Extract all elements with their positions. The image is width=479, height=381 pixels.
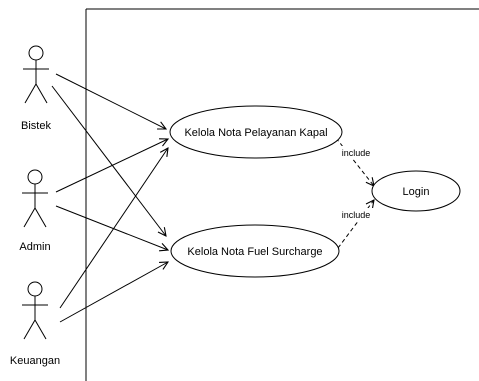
include-label-pelayanan: include [342, 148, 371, 158]
association-keuangan-fuel [59, 262, 168, 323]
actor-right-leg [34, 319, 47, 340]
actor-admin[interactable] [22, 169, 48, 228]
use-case-nota-fuel[interactable]: Kelola Nota Fuel Surcharge [170, 224, 340, 278]
actor-left-leg [24, 83, 37, 104]
actor-label-admin: Admin [19, 241, 50, 253]
association-admin-fuel [55, 205, 168, 250]
association-keuangan-pelayanan [59, 148, 168, 309]
use-case-label: Kelola Nota Pelayanan Kapal [184, 127, 327, 139]
actor-head [27, 169, 43, 185]
actor-right-leg [35, 83, 48, 104]
includes: include include [335, 137, 374, 249]
actor-head [27, 281, 43, 297]
actor-keuangan[interactable] [22, 281, 48, 340]
association-bistek-pelayanan [55, 73, 166, 129]
actor-bistek[interactable] [23, 45, 49, 104]
include-label-bg [338, 146, 374, 159]
actor-right-leg [34, 207, 47, 228]
actor-label-bistek: Bistek [21, 120, 51, 132]
use-case-login[interactable]: Login [371, 170, 461, 212]
actor-left-leg [23, 319, 36, 340]
association-bistek-fuel [51, 85, 166, 236]
include-label-bg [338, 208, 374, 221]
include-line-pelayanan-login [335, 137, 374, 186]
include-line-fuel-login [337, 200, 374, 249]
actor-head [28, 45, 44, 61]
actor-label-keuangan: Keuangan [10, 355, 60, 367]
use-case-label: Kelola Nota Fuel Surcharge [187, 246, 322, 258]
actor-left-leg [23, 207, 36, 228]
associations [51, 73, 168, 323]
include-label-fuel: include [342, 210, 371, 220]
use-case-label: Login [403, 186, 430, 198]
association-admin-pelayanan [55, 139, 168, 193]
use-case-nota-pelayanan[interactable]: Kelola Nota Pelayanan Kapal [169, 105, 343, 159]
